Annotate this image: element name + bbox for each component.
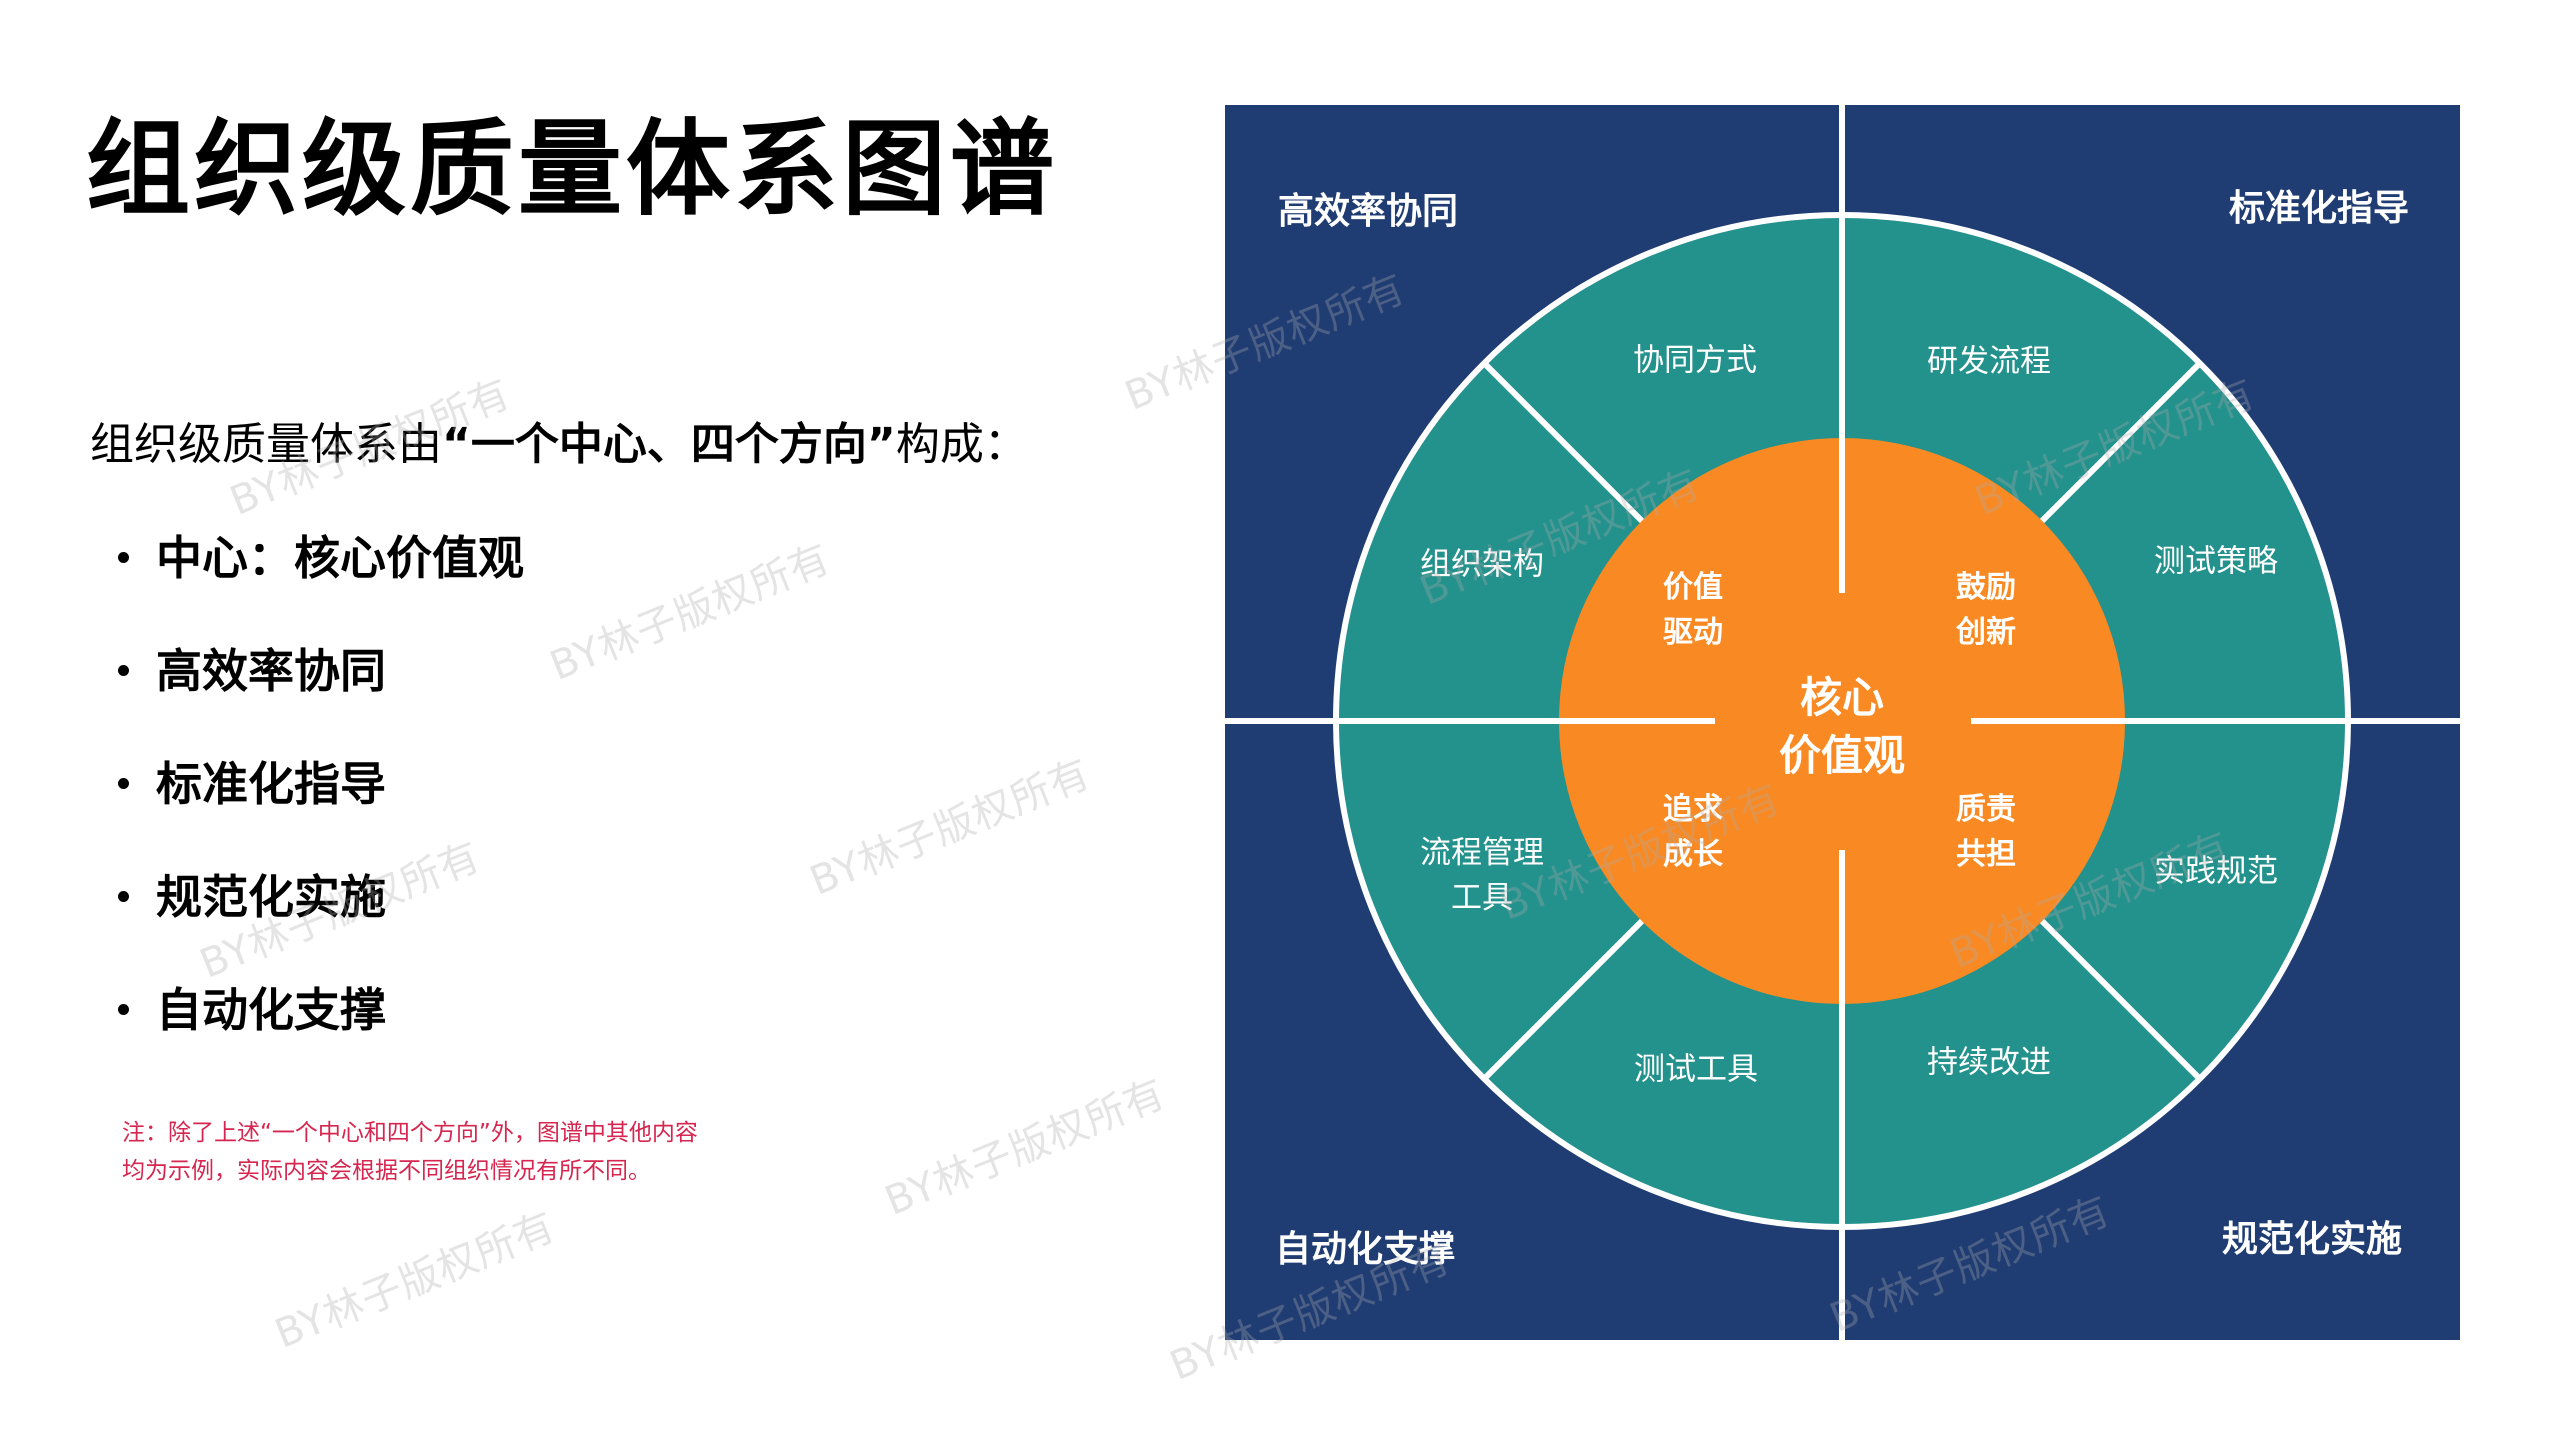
ring-label-process-tools: 流程管理 工具 [1420, 831, 1544, 921]
core-title-line: 价值观 [1778, 731, 1906, 780]
ring-label-test-tools: 测试工具 [1634, 1051, 1758, 1088]
intro-prefix: 组织级质量体系由 [90, 419, 442, 470]
ring-label-practice-norms: 实践规范 [2154, 853, 2278, 890]
footnote-line-1: 注：除了上述“一个中心和四个方向”外，图谱中其他内容 [122, 1120, 698, 1146]
core-value-value-driven: 价值 驱动 [1663, 565, 1723, 655]
ring-label-collaboration-mode: 协同方式 [1633, 342, 1757, 379]
list-item-label: 中心：核心价值观 [156, 531, 524, 585]
watermark: BY林子版权所有 [268, 1203, 562, 1358]
list-item-center: 中心：核心价值观 [118, 530, 524, 643]
quadrant-label-automation: 自动化支撑 [1275, 1229, 1456, 1270]
list-item-standardization: 标准化指导 [118, 756, 524, 869]
quadrant-label-collaboration: 高效率协同 [1278, 191, 1459, 232]
core-circle [1559, 438, 2125, 1004]
core-value-growth: 追求 成长 [1663, 787, 1723, 877]
ring-label-dev-process: 研发流程 [1927, 343, 2051, 380]
watermark: BY林子版权所有 [1118, 265, 1412, 420]
watermark: BY林子版权所有 [1943, 823, 2237, 978]
ring-label-continuous-improvement: 持续改进 [1927, 1044, 2051, 1081]
intro-text: 组织级质量体系由“一个中心、四个方向”构成： [90, 420, 1028, 470]
watermark: BY林子版权所有 [1823, 1187, 2117, 1342]
core-value-innovation: 鼓励 创新 [1956, 565, 2016, 655]
core-value-line: 成长 [1663, 837, 1723, 872]
outer-ring [1333, 212, 2351, 1230]
ring-label-line: 工具 [1451, 880, 1513, 916]
core-value-line: 追求 [1663, 792, 1723, 827]
list-item-label: 标准化指导 [156, 757, 386, 811]
list-item-label: 规范化实施 [156, 870, 386, 924]
ring-label-org-structure: 组织架构 [1420, 546, 1544, 583]
watermark: BY林子版权所有 [1968, 370, 2262, 525]
core-title: 核心 价值观 [1779, 669, 1905, 785]
watermark: BY林子版权所有 [1413, 460, 1707, 615]
footnote-line-2: 均为示例，实际内容会根据不同组织情况有所不同。 [122, 1158, 651, 1184]
bullet-icon [118, 778, 129, 789]
watermark: BY林子版权所有 [878, 1070, 1172, 1225]
watermark: BY林子版权所有 [1163, 1235, 1457, 1390]
core-value-line: 创新 [1956, 615, 2016, 650]
core-value-line: 价值 [1663, 570, 1723, 605]
quadrant-dividers [1225, 105, 2460, 1340]
bullet-icon [118, 552, 129, 563]
core-value-line: 质责 [1956, 792, 2016, 827]
footnote: 注：除了上述“一个中心和四个方向”外，图谱中其他内容 均为示例，实际内容会根据不… [122, 1114, 698, 1190]
ring-label-test-strategy: 测试策略 [2154, 543, 2278, 580]
bullet-icon [118, 665, 129, 676]
list-item-collaboration: 高效率协同 [118, 643, 524, 756]
list-item-label: 自动化支撑 [156, 983, 386, 1037]
core-value-shared-responsibility: 质责 共担 [1956, 787, 2016, 877]
core-value-line: 共担 [1956, 837, 2016, 872]
watermark: BY林子版权所有 [1493, 775, 1787, 930]
quadrant-label-standardization: 标准化指导 [2229, 188, 2410, 229]
bullet-icon [118, 891, 129, 902]
list-item-automation: 自动化支撑 [118, 982, 524, 1095]
watermark: BY林子版权所有 [803, 750, 1097, 905]
page-title: 组织级质量体系图谱 [86, 108, 1059, 230]
core-value-line: 鼓励 [1956, 570, 2016, 605]
direction-list: 中心：核心价值观 高效率协同 标准化指导 规范化实施 自动化支撑 [118, 530, 524, 1095]
quadrant-label-implementation: 规范化实施 [2222, 1219, 2403, 1260]
quadrant-panel [1225, 105, 2460, 1340]
bullet-icon [118, 1004, 129, 1015]
intro-suffix: 构成： [895, 419, 1028, 470]
ring-label-line: 流程管理 [1420, 835, 1544, 871]
list-item-implementation: 规范化实施 [118, 869, 524, 982]
watermark: BY林子版权所有 [543, 535, 837, 690]
core-value-line: 驱动 [1663, 615, 1723, 650]
intro-highlight: “一个中心、四个方向” [442, 419, 896, 470]
core-title-line: 核心 [1799, 673, 1885, 722]
list-item-label: 高效率协同 [156, 644, 386, 698]
ring-dividers [1481, 360, 2203, 1082]
